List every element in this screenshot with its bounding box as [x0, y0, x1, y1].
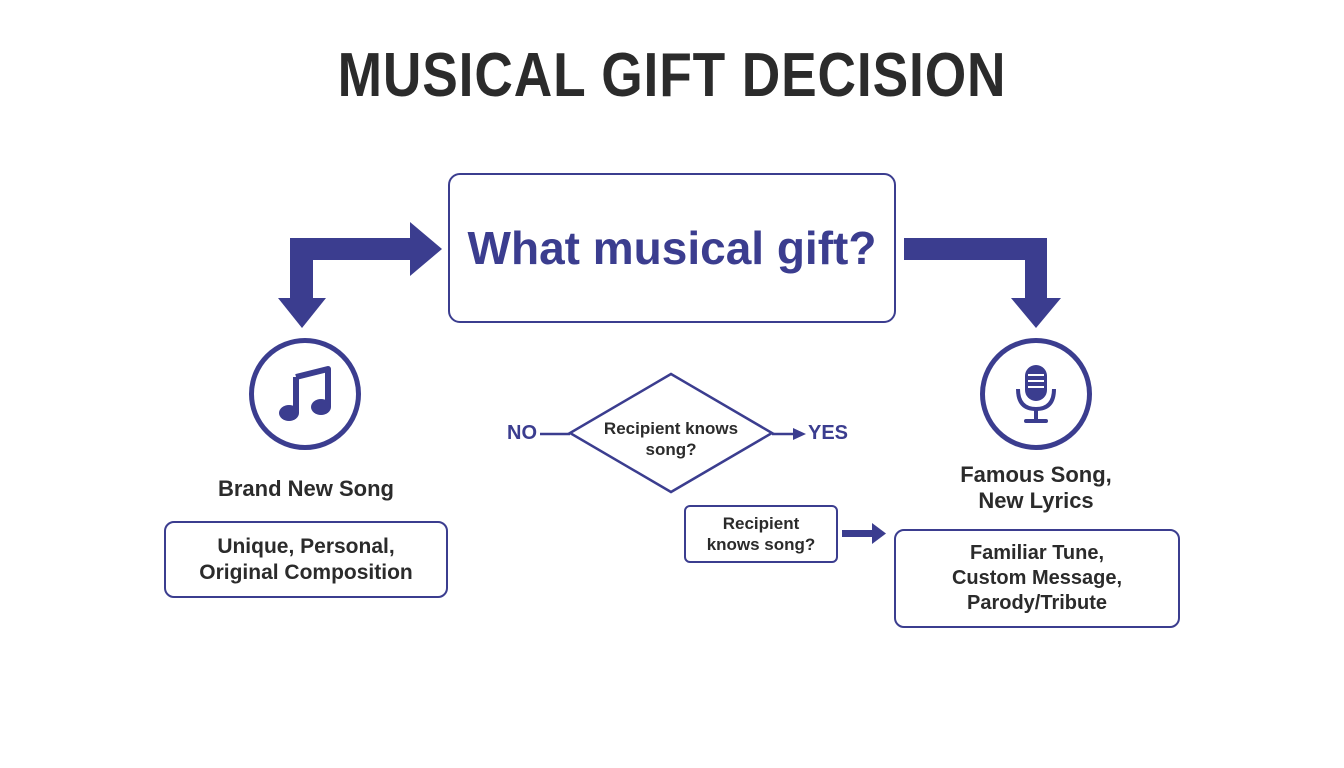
decision-question: Recipient knows song?	[603, 419, 739, 459]
decision-diamond	[567, 372, 775, 494]
yes-label: YES	[808, 422, 849, 444]
music-note-icon	[249, 338, 361, 450]
famous-song-label: Famous Song, New Lyrics	[960, 462, 1112, 513]
microphone-icon	[980, 338, 1092, 450]
recipient-knows-song-box: Recipient knows song?	[684, 505, 838, 563]
left-branch-arrow	[278, 222, 442, 328]
page-title: MUSICAL GIFT DECISION	[337, 41, 1007, 110]
question-text: What musical gift?	[467, 222, 877, 274]
question-box: What musical gift?	[448, 173, 896, 323]
right-branch-arrow	[904, 238, 1061, 328]
brand-new-song-label: Brand New Song	[217, 476, 394, 501]
small-box-arrow	[842, 523, 886, 544]
brand-new-song-description: Unique, Personal, Original Composition	[164, 521, 448, 598]
yes-arrow	[772, 428, 806, 440]
no-label: NO	[507, 422, 537, 444]
famous-song-description: Familiar Tune, Custom Message, Parody/Tr…	[894, 529, 1180, 628]
